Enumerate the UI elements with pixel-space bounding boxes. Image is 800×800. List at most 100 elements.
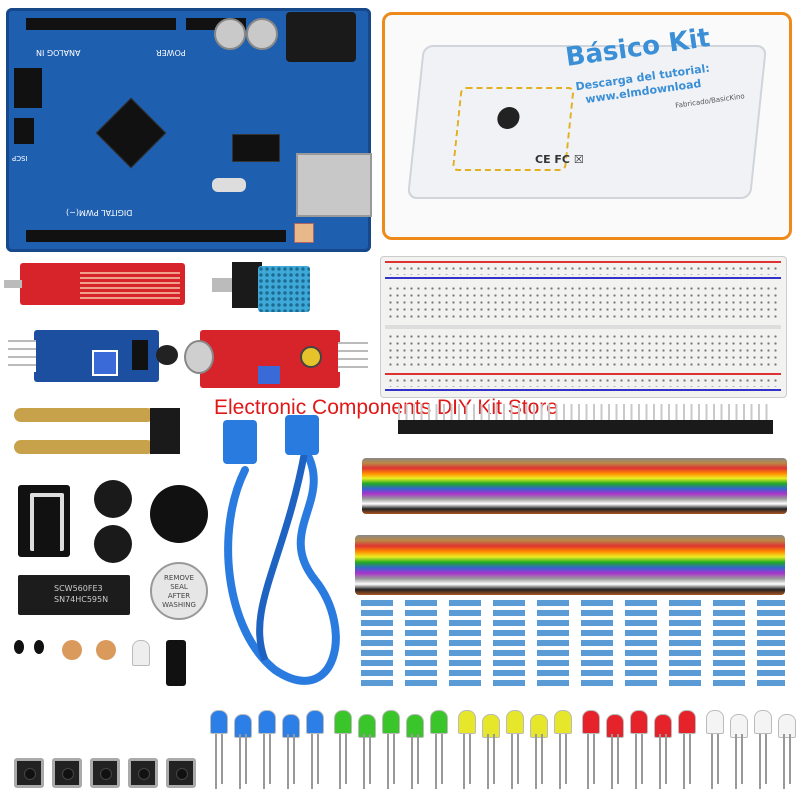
main-holes-top bbox=[387, 285, 779, 321]
arduino-board: ANALOG IN POWER DIGITAL PWM(~) ISCP bbox=[6, 8, 372, 252]
led-2-2 bbox=[506, 710, 524, 734]
pin-header-strip bbox=[398, 420, 773, 434]
led-leg bbox=[317, 734, 319, 784]
led-1-1 bbox=[358, 714, 376, 738]
jumper-wire-bundle-1 bbox=[362, 458, 787, 514]
rail-red-top bbox=[385, 261, 781, 263]
led-leg bbox=[711, 734, 713, 789]
led-leg bbox=[789, 734, 791, 784]
led-leg bbox=[635, 734, 637, 789]
thermistor-1 bbox=[14, 640, 24, 654]
led-leg bbox=[759, 734, 761, 789]
led-2-1 bbox=[482, 714, 500, 738]
led-leg bbox=[659, 734, 661, 789]
seven-segment-display bbox=[18, 485, 70, 557]
tilt-switch bbox=[166, 640, 186, 686]
water-level-sensor bbox=[20, 263, 185, 305]
led-2-4 bbox=[554, 710, 572, 734]
rail-blue-top bbox=[385, 277, 781, 279]
soil-probe-1 bbox=[14, 408, 154, 422]
sound-sensor-pins bbox=[338, 342, 368, 372]
analog-label: ANALOG IN bbox=[36, 48, 81, 57]
water-sensor-pins bbox=[4, 280, 22, 288]
chip-label-1: SCW560FE3 bbox=[54, 584, 103, 593]
led-leg bbox=[345, 734, 347, 784]
sticker-line-1: REMOVE bbox=[164, 574, 194, 582]
led-leg bbox=[369, 734, 371, 784]
crystal bbox=[212, 178, 246, 192]
led-leg bbox=[469, 734, 471, 784]
passive-buzzer: REMOVE SEAL AFTER WASHING bbox=[150, 562, 208, 620]
usb-a-plug bbox=[285, 415, 319, 455]
sticker-line-3: AFTER bbox=[167, 592, 191, 600]
kit-box-cert-marks: CE FC ☒ bbox=[535, 153, 584, 166]
led-leg bbox=[735, 734, 737, 789]
pin-header-pins bbox=[398, 404, 773, 420]
led-0-0 bbox=[210, 710, 228, 734]
potentiometer-2 bbox=[94, 525, 132, 563]
led-3-1 bbox=[606, 714, 624, 738]
led-leg bbox=[393, 734, 395, 784]
usb-chip bbox=[232, 134, 280, 162]
led-row bbox=[210, 710, 796, 795]
push-button-5 bbox=[166, 758, 196, 788]
led-0-3 bbox=[282, 714, 300, 738]
led-leg bbox=[487, 734, 489, 789]
microcontroller-chip bbox=[95, 97, 167, 169]
led-4-3 bbox=[778, 714, 796, 738]
power-label: POWER bbox=[156, 48, 186, 57]
microphone bbox=[184, 340, 214, 374]
led-1-4 bbox=[430, 710, 448, 734]
top-header-pins bbox=[26, 18, 176, 30]
push-button-1 bbox=[14, 758, 44, 788]
capacitor-1 bbox=[214, 18, 246, 50]
push-button-2 bbox=[52, 758, 82, 788]
led-leg bbox=[239, 734, 241, 789]
chip-label-2: SN74HC595N bbox=[54, 595, 109, 604]
led-1-0 bbox=[334, 710, 352, 734]
led-leg bbox=[783, 734, 785, 789]
soil-probe-2 bbox=[14, 440, 154, 454]
led-leg bbox=[611, 734, 613, 789]
led-1-2 bbox=[382, 710, 400, 734]
led-leg bbox=[587, 734, 589, 789]
led-leg bbox=[215, 734, 217, 789]
rail-blue-bottom bbox=[385, 389, 781, 391]
led-4-0 bbox=[706, 710, 724, 734]
main-holes-bottom bbox=[387, 333, 779, 369]
usb-cable bbox=[223, 415, 340, 685]
led-4-1 bbox=[730, 714, 748, 738]
dht11-board bbox=[232, 262, 262, 308]
dht11-pins bbox=[212, 278, 232, 292]
sticker-line-2: SEAL bbox=[170, 583, 188, 591]
led-leg bbox=[269, 734, 271, 784]
led-leg bbox=[411, 734, 413, 789]
led-leg bbox=[293, 734, 295, 784]
shift-register-chip: SCW560FE3 SN74HC595N bbox=[18, 575, 130, 615]
led-leg bbox=[535, 734, 537, 789]
led-leg bbox=[741, 734, 743, 784]
led-leg bbox=[417, 734, 419, 784]
rgb-led bbox=[132, 640, 150, 666]
led-leg bbox=[593, 734, 595, 784]
active-buzzer bbox=[150, 485, 208, 543]
jumper-wire-bundle-2 bbox=[355, 535, 785, 595]
led-leg bbox=[387, 734, 389, 789]
led-3-3 bbox=[654, 714, 672, 738]
led-leg bbox=[641, 734, 643, 784]
potentiometer bbox=[92, 350, 118, 376]
usb-b-plug bbox=[223, 420, 257, 464]
breadboard bbox=[380, 256, 787, 398]
photoresistor-head bbox=[156, 345, 178, 365]
sensor-traces bbox=[80, 269, 180, 299]
reset-button bbox=[294, 223, 314, 243]
sound-capacitor bbox=[300, 346, 322, 368]
led-leg bbox=[559, 734, 561, 789]
led-leg bbox=[221, 734, 223, 784]
light-sensor-module bbox=[34, 330, 159, 382]
led-leg bbox=[287, 734, 289, 789]
led-leg bbox=[683, 734, 685, 789]
icsp-label: ISCP bbox=[12, 154, 28, 162]
push-button-4 bbox=[128, 758, 158, 788]
led-leg bbox=[541, 734, 543, 784]
